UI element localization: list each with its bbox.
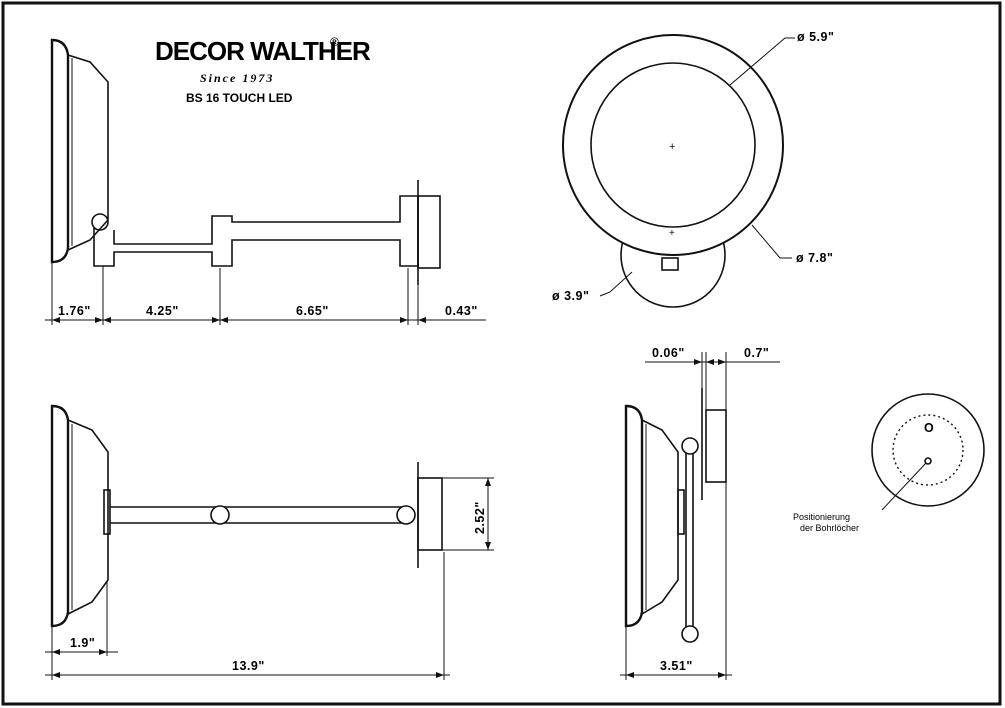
side-view-top: 1.76" 4.25" 6.65" 0.43" (45, 38, 486, 325)
dim-plate-thickness: 0.7" (744, 346, 769, 360)
folded-joint-top (681, 437, 699, 455)
dim-mirror-depth-bottom: 1.9" (70, 636, 95, 650)
dim-arm-first: 4.25" (146, 304, 179, 318)
joint-ball-top (91, 213, 109, 231)
brand-block: DECOR WALTHER ® Since 1973 BS 16 TOUCH L… (155, 35, 372, 105)
wall-plate-bottom (417, 477, 443, 551)
dim-folded-depth: 3.51" (660, 659, 693, 673)
inner-mirror (590, 62, 756, 228)
mount-plate-circle (871, 393, 985, 507)
dim-plate-height: 2.52" (473, 501, 487, 534)
dim-arm-second: 6.65" (296, 304, 329, 318)
svg-text:+: + (669, 228, 675, 239)
wall-plate-folded (705, 409, 727, 483)
dim-total-extension: 13.9" (232, 659, 265, 673)
wall-plate-top (417, 195, 441, 269)
upper-hole-label: O (924, 421, 934, 435)
folded-joint-bottom (681, 625, 699, 643)
joint-ball-middle (210, 505, 230, 525)
dim-outer-diameter: ø 7.8" (796, 251, 833, 265)
brand-logo: DECOR WALTHER (155, 36, 371, 66)
mirror-head-bottom (50, 404, 70, 628)
dim-inner-diameter: ø 5.9" (797, 30, 834, 44)
dim-plate-gap: 0.06" (652, 346, 685, 360)
dim-base-diameter: ø 3.9" (552, 289, 589, 303)
arm-top (93, 195, 419, 267)
joint-ball-end (396, 505, 416, 525)
mounting-holes-view: O Positionierung der Bohrlöcher (793, 393, 985, 533)
model-name: BS 16 TOUCH LED (186, 91, 293, 105)
dim-mirror-depth-top: 1.76" (58, 304, 91, 318)
side-view-bottom: 2.52" 1.9" 13.9" (45, 404, 494, 680)
mirror-head-folded (624, 404, 644, 628)
dim-wall-plate: 0.43" (445, 304, 478, 318)
lower-hole (924, 457, 932, 465)
mirror-head-top (50, 38, 70, 264)
outer-ring (562, 34, 784, 256)
front-view: + + ø 5.9" ø 7.8" ø 3.9" (552, 30, 834, 308)
drill-position-note-line1: Positionierung (793, 512, 850, 522)
brand-since: Since 1973 (200, 71, 274, 85)
drill-position-note-line2: der Bohrlöcher (800, 523, 859, 533)
brand-registered-mark: ® (330, 35, 339, 49)
folded-view: 0.06" 0.7" 3.51" (620, 346, 780, 680)
svg-text:+: + (669, 141, 675, 153)
touch-sensor (661, 257, 679, 271)
hole-pattern-circle (892, 414, 964, 486)
